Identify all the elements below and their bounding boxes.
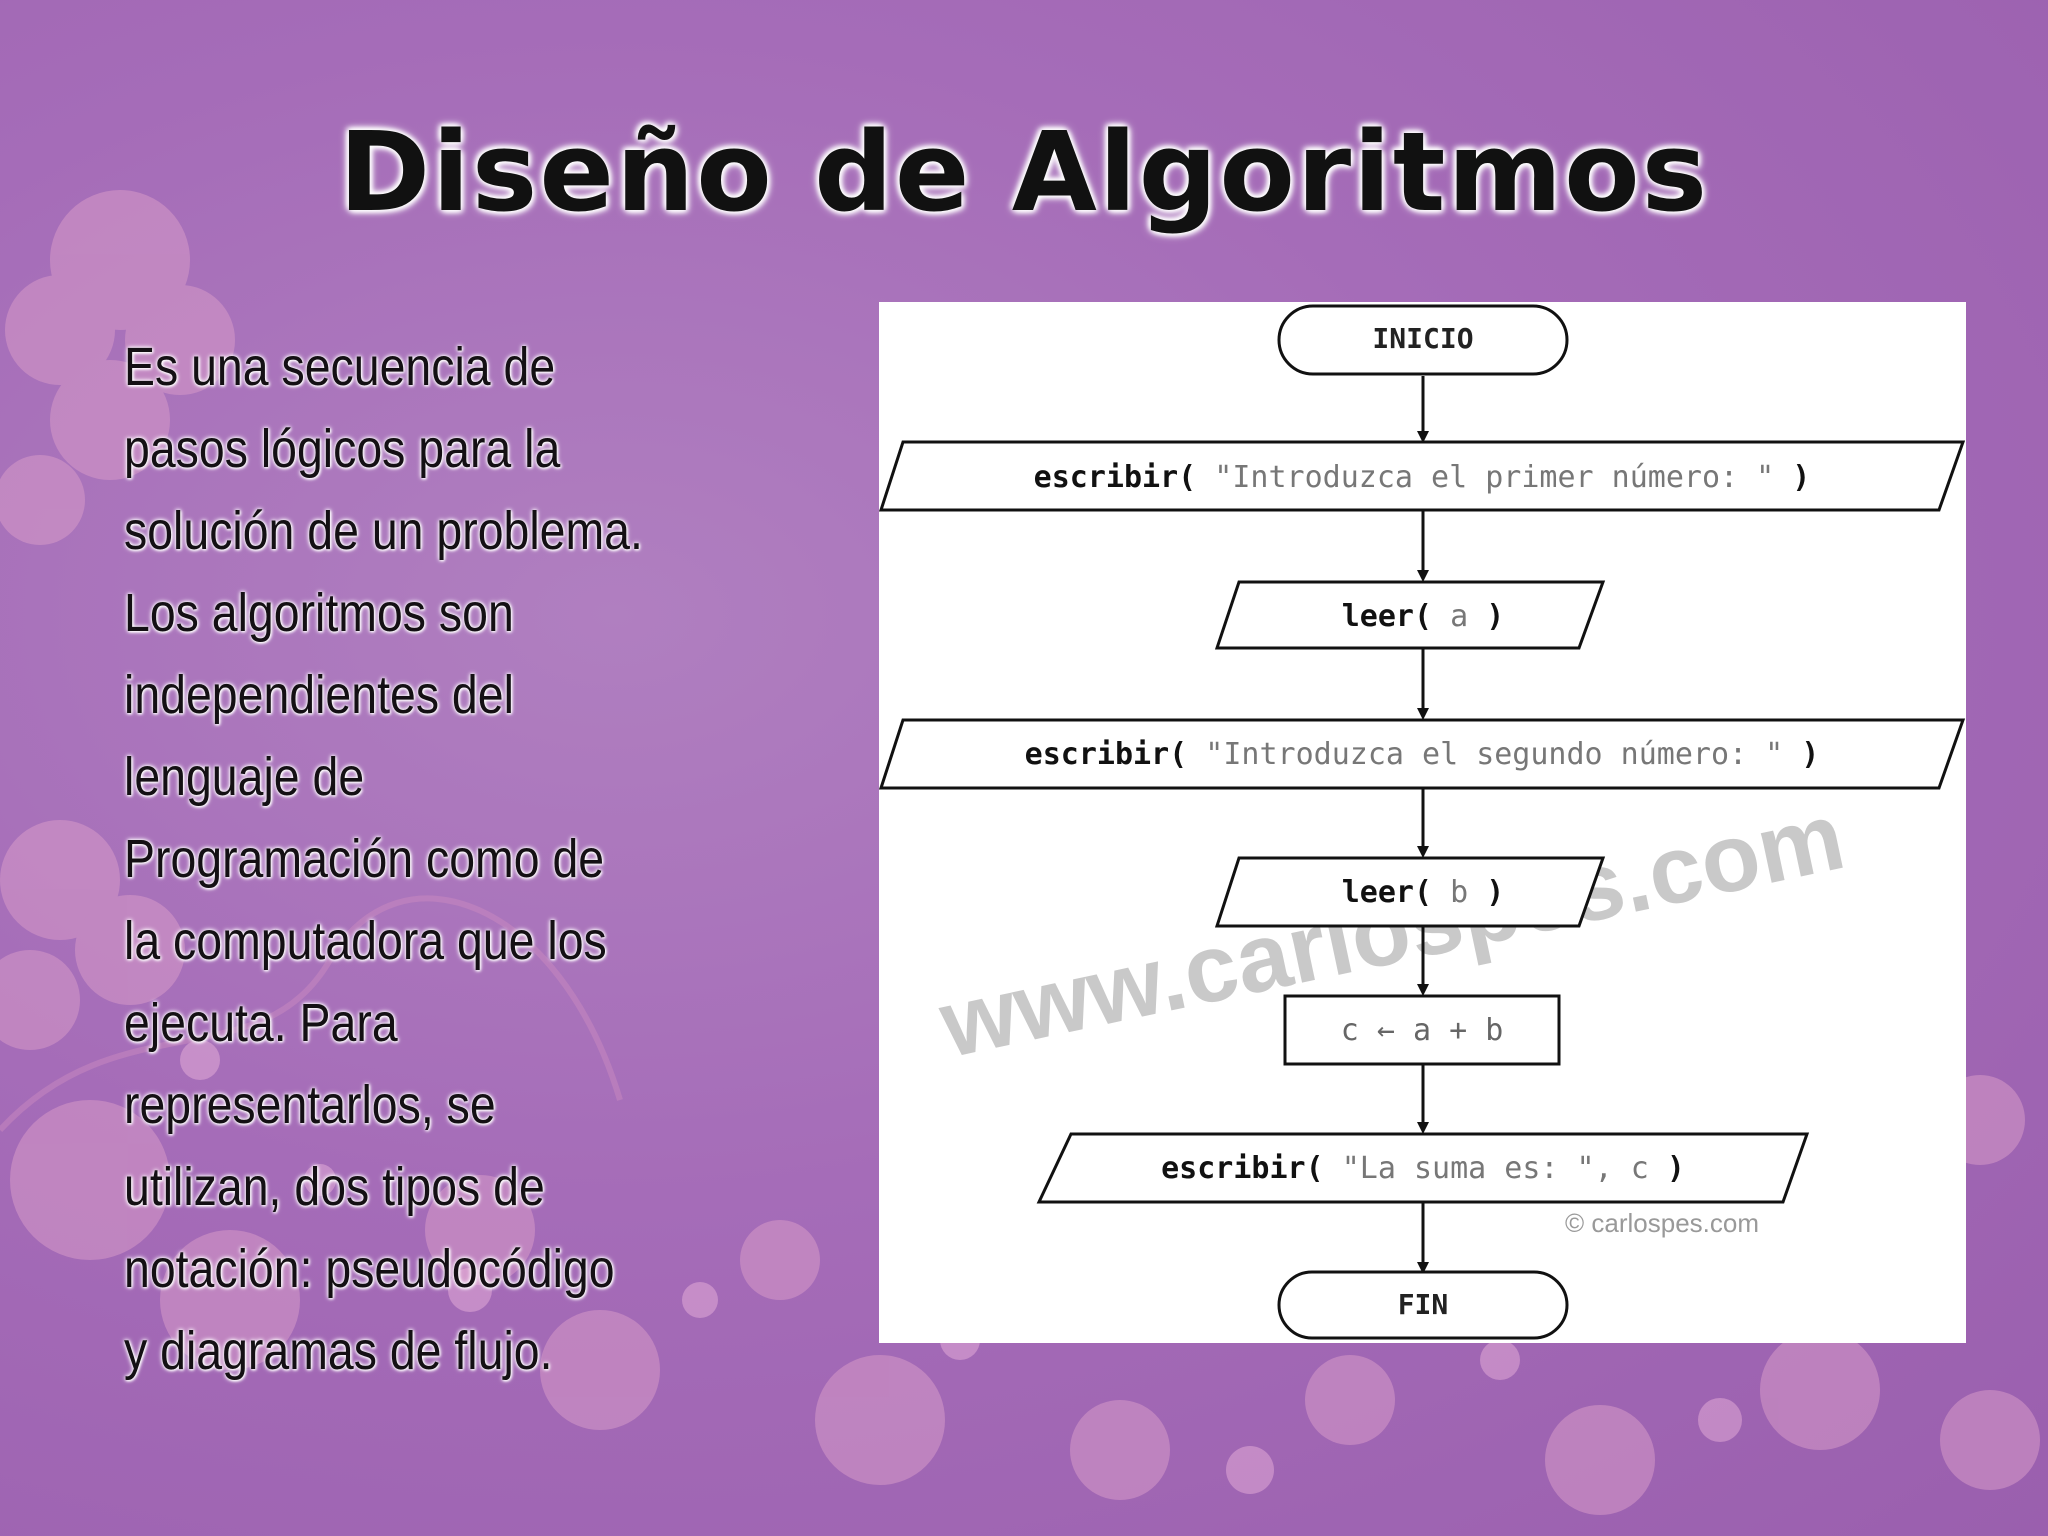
slide-title: Diseño de Algoritmos (338, 108, 1710, 236)
step-2-close: ) (1486, 599, 1504, 634)
step-6-text: escribir( "La suma es: ", c ) (1161, 1151, 1685, 1186)
step-5-text: c ← a + b (1341, 1013, 1504, 1048)
end-label: FIN (1398, 1288, 1449, 1321)
step-1-text: escribir( "Introduzca el primer número: … (1034, 460, 1811, 495)
step-3-arg: "Introduzca el segundo número: " (1187, 737, 1801, 772)
step-4-keyword: leer( (1342, 875, 1432, 910)
step-2-keyword: leer( (1342, 599, 1432, 634)
description-paragraph: Es una secuencia de pasos lógicos para l… (124, 337, 643, 1381)
step-2-text: leer( a ) (1342, 599, 1505, 634)
step-2-arg: a (1432, 599, 1486, 634)
step-3-close: ) (1801, 737, 1819, 772)
flowchart-diagram: www.carlospes.com INICIO escribir( "Intr… (879, 304, 1966, 1340)
start-terminal (1277, 304, 1569, 376)
flowchart-panel: www.carlospes.com INICIO escribir( "Intr… (879, 302, 1966, 1343)
input-step-a (1214, 580, 1606, 650)
step-4-arg: b (1432, 875, 1486, 910)
step-3-keyword: escribir( (1025, 737, 1188, 772)
step-3-text: escribir( "Introduzca el segundo número:… (1025, 737, 1820, 772)
output-step-2 (879, 718, 1966, 790)
start-label: INICIO (1372, 322, 1473, 355)
input-step-b (1214, 856, 1606, 928)
credit-text: © carlospes.com (1565, 1208, 1759, 1238)
step-6-keyword: escribir( (1161, 1151, 1324, 1186)
output-step-1 (879, 440, 1966, 512)
step-6-arg: "La suma es: ", c (1324, 1151, 1667, 1186)
step-4-text: leer( b ) (1342, 875, 1505, 910)
step-1-keyword: escribir( (1034, 460, 1197, 495)
step-6-close: ) (1667, 1151, 1685, 1186)
output-step-3 (1036, 1132, 1810, 1204)
step-1-arg: "Introduzca el primer número: " (1196, 460, 1792, 495)
process-step (1283, 994, 1561, 1066)
end-terminal (1277, 1270, 1569, 1340)
step-4-close: ) (1486, 875, 1504, 910)
step-1-close: ) (1792, 460, 1810, 495)
